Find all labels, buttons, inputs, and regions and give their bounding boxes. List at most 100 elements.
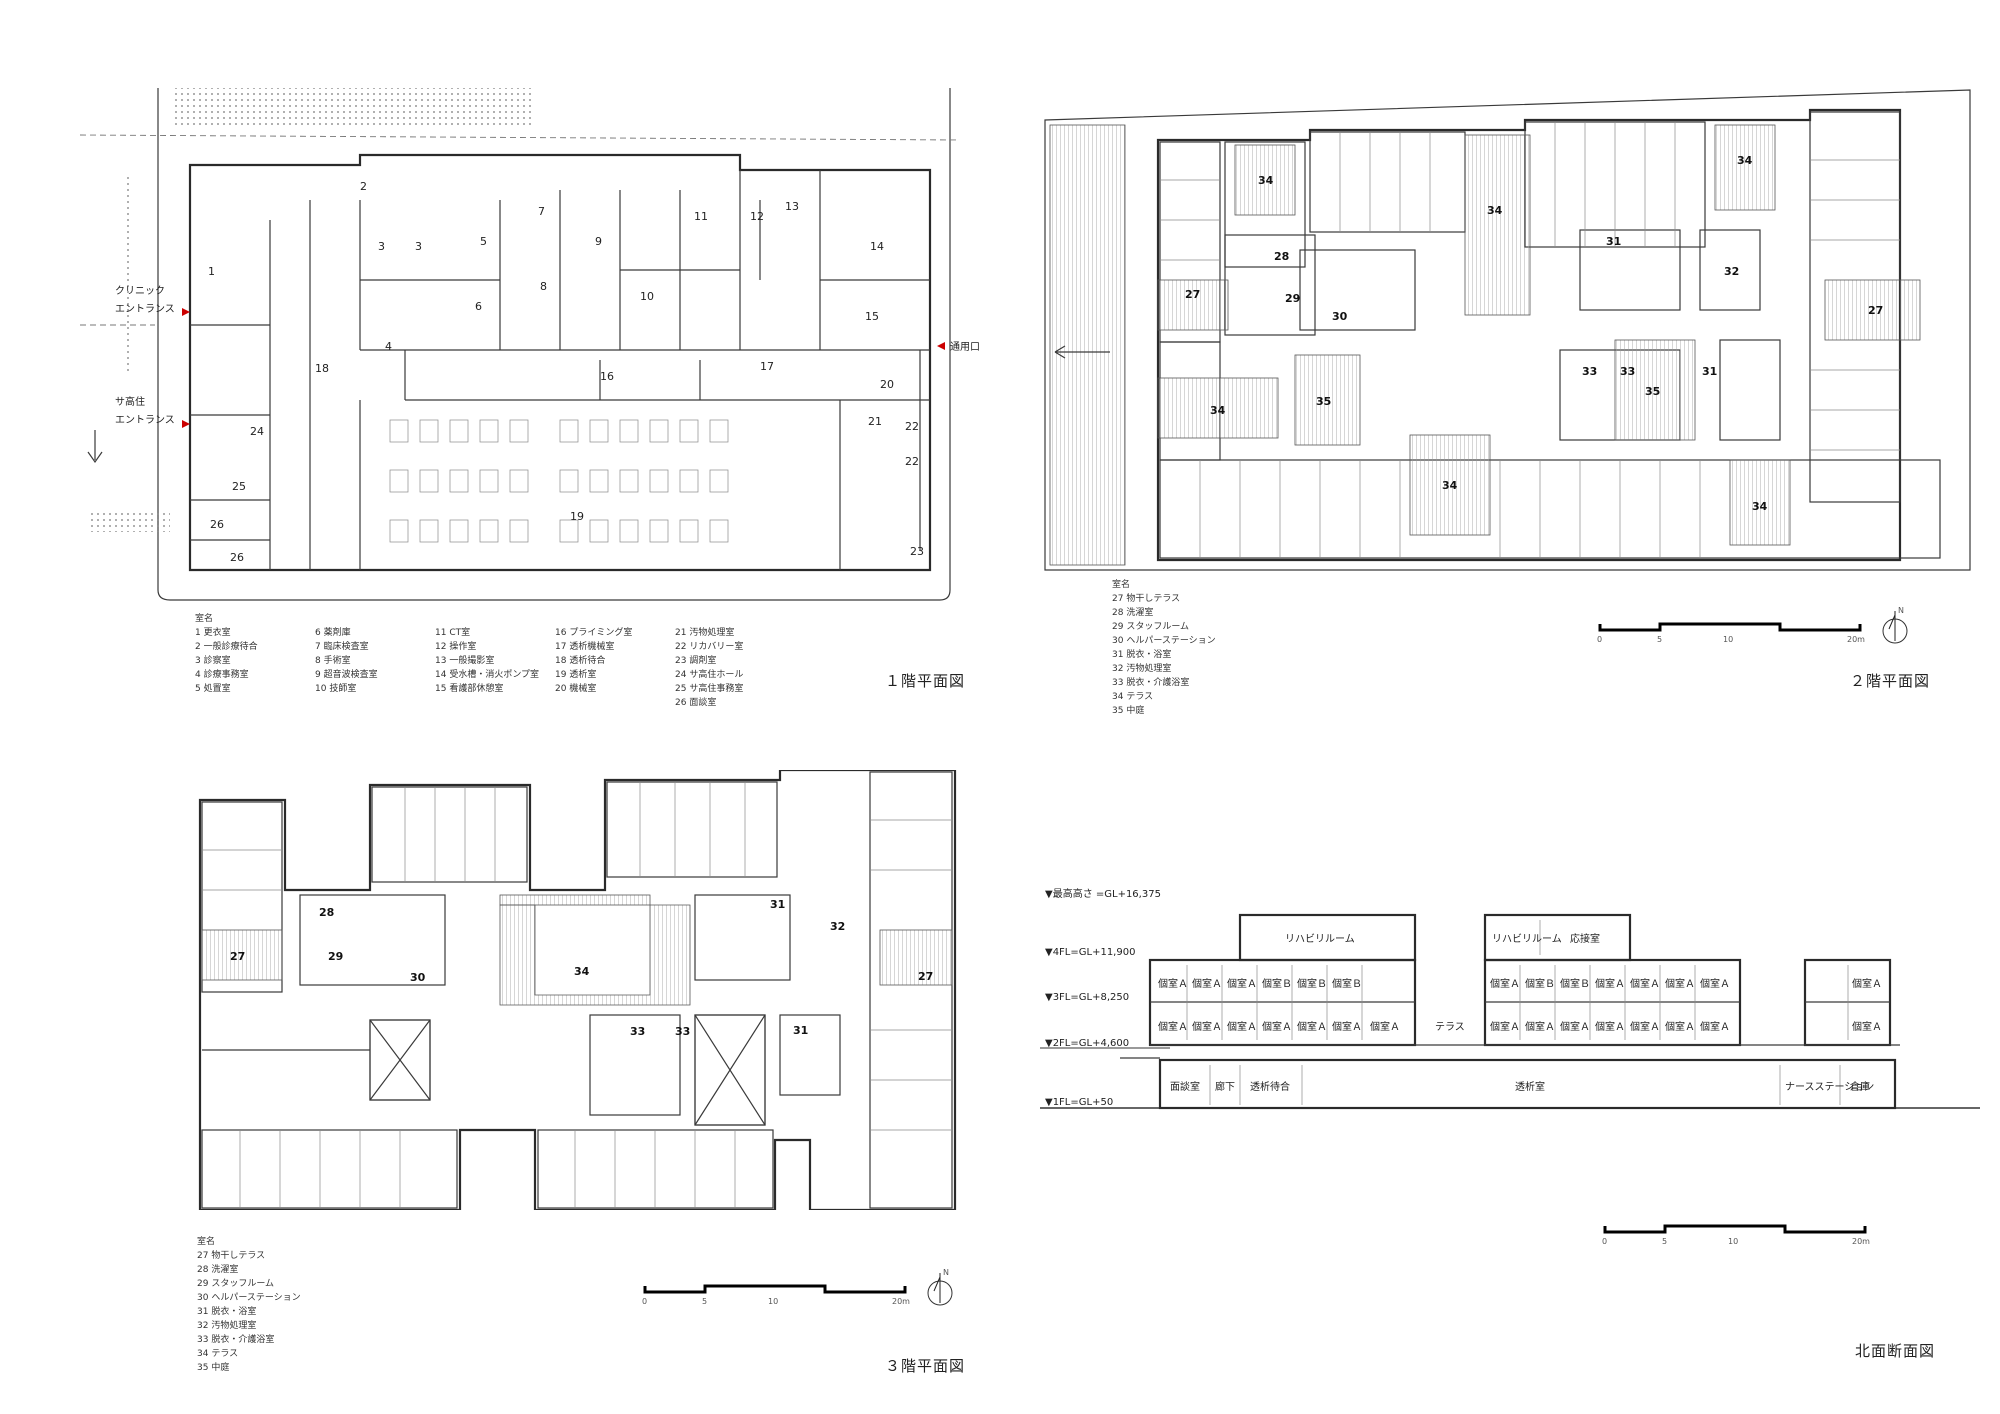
room-number: 13 <box>785 200 799 213</box>
floor-plan-2-drawing: 34 34 34 34 34 34 27 27 28 29 30 31 31 3… <box>1044 89 1971 571</box>
dialysis-beds <box>389 419 729 543</box>
room-number: 33 <box>1582 365 1597 378</box>
room-number: 34 <box>1442 479 1458 492</box>
svg-text:個室Ａ: 個室Ａ <box>1192 1020 1222 1033</box>
svg-text:透析待合: 透析待合 <box>1250 1080 1290 1093</box>
svg-text:個室Ａ: 個室Ａ <box>1595 977 1625 990</box>
svg-text:個室Ａ: 個室Ａ <box>1490 977 1520 990</box>
svg-text:個室Ａ: 個室Ａ <box>1665 1020 1695 1033</box>
level-markers: ▼最高高さ =GL+16,375 ▼4FL=GL+11,900 ▼3FL=GL+… <box>1045 887 1161 1108</box>
plan2-title: ２階平面図 <box>1850 672 1931 690</box>
svg-text:個室Ｂ: 個室Ｂ <box>1525 977 1555 990</box>
room-number: 26 <box>210 518 224 531</box>
room-number: 12 <box>750 210 764 223</box>
svg-text:透析室: 透析室 <box>1515 1080 1545 1093</box>
room-number: 26 <box>230 551 244 564</box>
room-number: 30 <box>410 971 426 984</box>
floor-plan-2: 34 34 34 34 34 34 27 27 28 29 30 31 31 3… <box>1040 80 1980 580</box>
svg-text:個室Ａ: 個室Ａ <box>1192 977 1222 990</box>
north-section-drawing: ▼最高高さ =GL+16,375 ▼4FL=GL+11,900 ▼3FL=GL+… <box>1040 887 1980 1110</box>
svg-text:個室Ａ: 個室Ａ <box>1158 1020 1188 1033</box>
crosswalk <box>90 175 170 532</box>
room-number: 20 <box>880 378 894 391</box>
room-number: 22 <box>905 455 919 468</box>
svg-text:0: 0 <box>642 1297 647 1306</box>
room-number: 18 <box>315 362 329 375</box>
room-number: 5 <box>480 235 487 248</box>
room-number: 27 <box>1185 288 1200 301</box>
room-number: 3 <box>378 240 385 253</box>
section-3f-rooms: 個室Ａ 個室Ａ 個室Ａ 個室Ｂ 個室Ｂ 個室Ｂ 個室Ａ 個室Ｂ 個室Ｂ 個室Ａ … <box>1158 977 1882 990</box>
service-entrance-marker <box>937 342 945 350</box>
room-number: 27 <box>230 950 245 963</box>
svg-text:▼3FL=GL+8,250: ▼3FL=GL+8,250 <box>1045 992 1129 1003</box>
svg-text:20m: 20m <box>892 1297 910 1306</box>
svg-text:20m: 20m <box>1852 1237 1870 1246</box>
room-number: 7 <box>538 205 545 218</box>
svg-text:個室Ａ: 個室Ａ <box>1525 1020 1555 1033</box>
legend-head: 室名 <box>195 614 214 624</box>
sajyu-entrance-label-1: サ高住 <box>115 395 145 408</box>
svg-text:ナースステーション: ナースステーション <box>1785 1081 1874 1093</box>
room-number: 34 <box>1752 500 1768 513</box>
svg-text:個室Ａ: 個室Ａ <box>1227 1020 1257 1033</box>
room-number: 15 <box>865 310 879 323</box>
floor-plan-1: クリニック エントランス サ高住 エントランス 通用口 1 2 3 3 4 5 … <box>60 80 1010 620</box>
north-section: ▼最高高さ =GL+16,375 ▼4FL=GL+11,900 ▼3FL=GL+… <box>1040 880 1980 1140</box>
svg-text:0: 0 <box>1597 635 1602 644</box>
section-scale-bar: 0 5 10 20m <box>1602 1224 1870 1246</box>
room-number: 19 <box>570 510 584 523</box>
room-number: 10 <box>640 290 654 303</box>
room-number: 28 <box>1274 250 1289 263</box>
svg-text:個室Ａ: 個室Ａ <box>1665 977 1695 990</box>
svg-text:▼1FL=GL+50: ▼1FL=GL+50 <box>1045 1097 1113 1108</box>
svg-text:5: 5 <box>1657 635 1662 644</box>
svg-text:▼2FL=GL+4,600: ▼2FL=GL+4,600 <box>1045 1038 1129 1049</box>
svg-text:個室Ｂ: 個室Ｂ <box>1262 977 1292 990</box>
room-number: 11 <box>694 210 708 223</box>
floor-plan-1-drawing: クリニック エントランス サ高住 エントランス 通用口 1 2 3 3 4 5 … <box>79 88 980 601</box>
svg-text:個室Ａ: 個室Ａ <box>1332 1020 1362 1033</box>
plan2-scale-bar: 0 5 10 20m <box>1597 622 1865 644</box>
svg-text:個室Ａ: 個室Ａ <box>1595 1020 1625 1033</box>
plan1-title: １階平面図 <box>885 672 966 690</box>
room-number: 1 <box>208 265 215 278</box>
room-number: 2 <box>360 180 367 193</box>
courtyard-openings <box>369 1014 766 1126</box>
svg-text:個室Ａ: 個室Ａ <box>1630 1020 1660 1033</box>
room-number: 4 <box>385 340 392 353</box>
room-number: 3 <box>415 240 422 253</box>
plan3-scale-bar: 0 5 10 20m <box>642 1284 910 1306</box>
room-number: 33 <box>1620 365 1635 378</box>
svg-text:個室Ａ: 個室Ａ <box>1700 1020 1730 1033</box>
svg-text:5: 5 <box>702 1297 707 1306</box>
svg-text:倉庫: 倉庫 <box>1850 1080 1870 1093</box>
room-number: 34 <box>1487 204 1503 217</box>
room-number: 28 <box>319 906 334 919</box>
svg-text:個室Ａ: 個室Ａ <box>1297 1020 1327 1033</box>
svg-text:20m: 20m <box>1847 635 1865 644</box>
service-entrance-label: 通用口 <box>950 341 980 353</box>
section-title: 北面断面図 <box>1855 1342 1936 1360</box>
svg-text:個室Ａ: 個室Ａ <box>1560 1020 1590 1033</box>
svg-text:▼最高高さ =GL+16,375: ▼最高高さ =GL+16,375 <box>1045 887 1161 900</box>
room-number: 22 <box>905 420 919 433</box>
plan2-room-numbers: 34 34 34 34 34 34 27 27 28 29 30 31 31 3… <box>1185 154 1883 513</box>
svg-text:個室Ａ: 個室Ａ <box>1227 977 1257 990</box>
room-number: 27 <box>1868 304 1883 317</box>
svg-text:リハビリルーム: リハビリルーム <box>1492 933 1562 945</box>
section-4f-rooms: リハビリルーム リハビリルーム 応接室 <box>1285 932 1600 945</box>
room-number: 35 <box>1316 395 1331 408</box>
section-1f-rooms: 面談室 廊下 透析待合 透析室 ナースステーション 倉庫 <box>1170 1080 1874 1093</box>
clinic-entrance-label-1: クリニック <box>115 285 165 297</box>
svg-text:0: 0 <box>1602 1237 1607 1246</box>
svg-text:10: 10 <box>1723 635 1733 644</box>
room-number: 9 <box>595 235 602 248</box>
room-number: 34 <box>1210 404 1226 417</box>
